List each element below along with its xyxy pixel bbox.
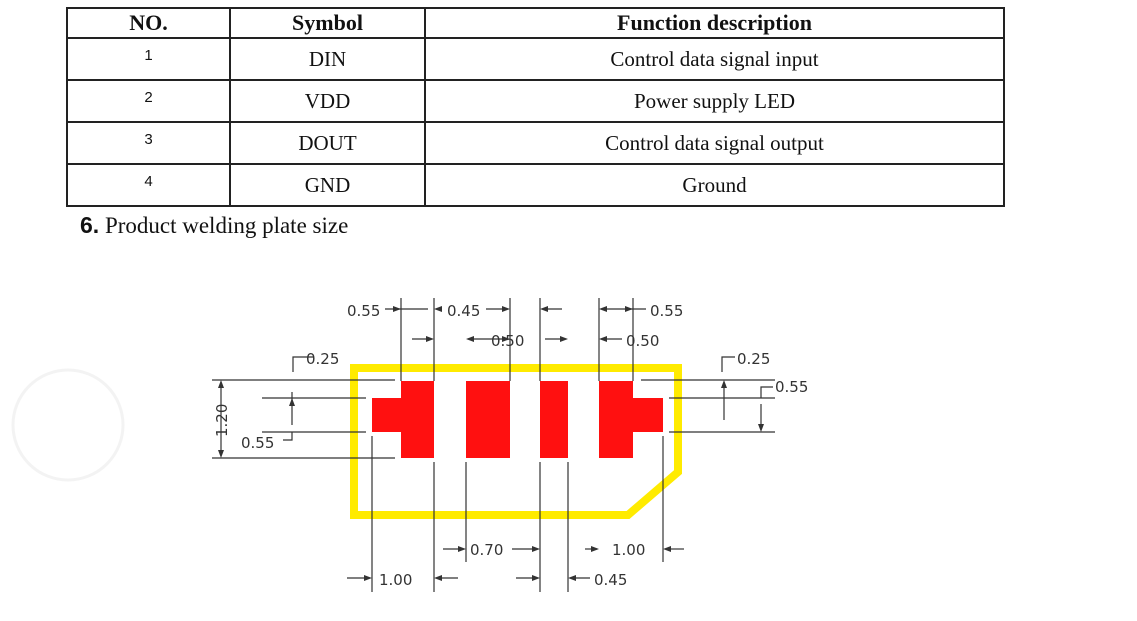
pad-center-right [540, 381, 568, 458]
package-outline [350, 364, 682, 519]
pin-number: 2 [66, 79, 231, 123]
pin-symbol: GND [229, 163, 426, 207]
dim-top-gap: 0.45 [447, 302, 480, 320]
pin-function-table: NO. Symbol Function description 1 DIN Co… [66, 7, 1005, 207]
table-row: 3 DOUT Control data signal output [66, 121, 1005, 165]
pad-center-left [466, 381, 510, 458]
pin-symbol: DIN [229, 37, 426, 81]
dim-mid-pad-width: 0.50 [491, 332, 524, 350]
table-row: 1 DIN Control data signal input [66, 37, 1005, 81]
dim-overall-height: 1.20 [213, 404, 231, 437]
dim-top-left-pad-width: 0.55 [347, 302, 380, 320]
pin-description: Power supply LED [424, 79, 1005, 123]
dim-bottom-gap-center: 0.70 [470, 541, 503, 559]
dim-left-tab-height: 0.55 [241, 434, 274, 452]
header-symbol: Symbol [229, 7, 426, 39]
table-row: 4 GND Ground [66, 163, 1005, 207]
pin-description: Control data signal output [424, 121, 1005, 165]
dim-bottom-left-span: 1.00 [379, 571, 412, 589]
section-title: Product welding plate size [104, 213, 349, 238]
pin-description: Ground [424, 163, 1005, 207]
pad-right [599, 381, 663, 458]
dim-left-corner: 0.25 [306, 350, 339, 368]
pin-number: 4 [66, 163, 231, 207]
pad-left [372, 381, 434, 458]
section-heading: 6. Product welding plate size [80, 212, 348, 239]
pin-number: 3 [66, 121, 231, 165]
dim-right-pad-width: 0.50 [626, 332, 659, 350]
dim-bottom-right-span: 1.00 [612, 541, 645, 559]
watermark-circle [11, 368, 125, 482]
pin-number: 1 [66, 37, 231, 81]
header-no: NO. [66, 7, 231, 39]
table-row: 2 VDD Power supply LED [66, 79, 1005, 123]
table-header-row: NO. Symbol Function description [66, 7, 1005, 39]
dim-bottom-gap-right: 0.45 [594, 571, 627, 589]
solder-pads [372, 381, 663, 458]
dim-top-right-pad-width: 0.55 [650, 302, 683, 320]
dim-right-tab-height: 0.55 [775, 378, 808, 396]
section-number: 6. [80, 212, 100, 238]
pin-description: Control data signal input [424, 37, 1005, 81]
dim-right-corner: 0.25 [737, 350, 770, 368]
arrowheads [218, 306, 764, 581]
pin-symbol: DOUT [229, 121, 426, 165]
header-function-description: Function description [424, 7, 1005, 39]
pin-symbol: VDD [229, 79, 426, 123]
